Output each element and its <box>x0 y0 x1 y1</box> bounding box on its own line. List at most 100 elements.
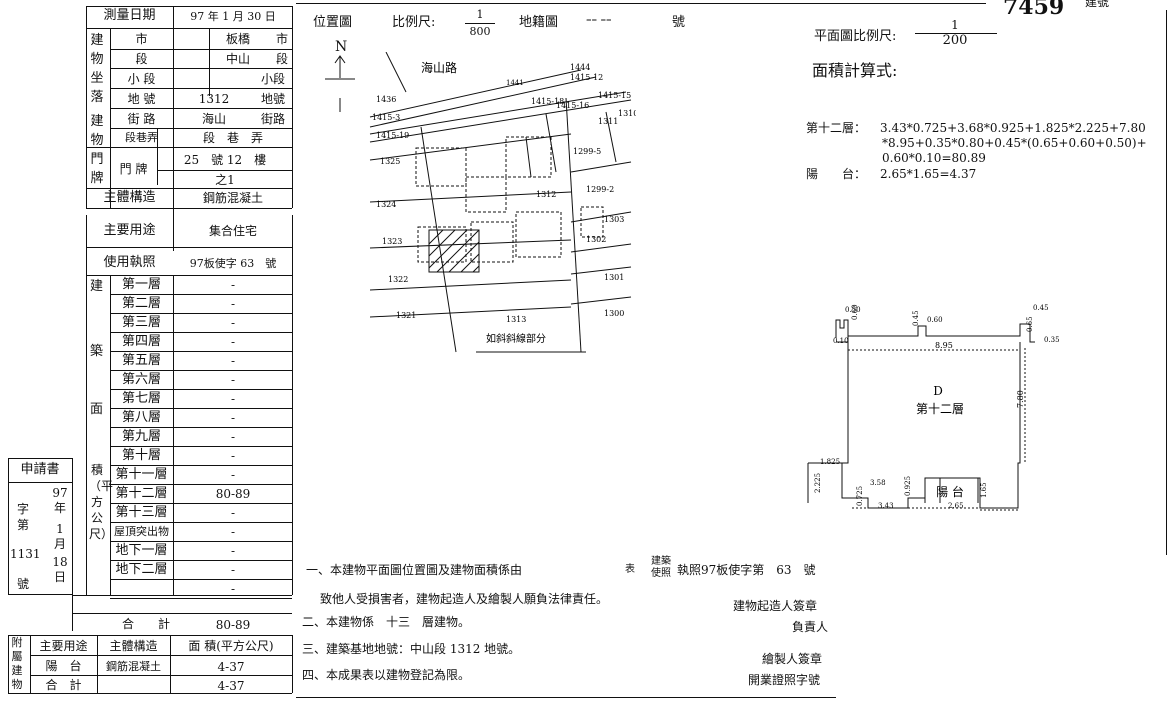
lot-number: 1312 <box>536 190 556 199</box>
lot-number: 1444 <box>570 63 590 72</box>
document-number-suffix: 建號 <box>1085 0 1110 9</box>
location-group-label: 建物坐落 <box>90 33 104 105</box>
lot-number: 1310 <box>618 109 636 118</box>
builder-responsible-label: 負責人 <box>792 620 829 634</box>
location-scale-num: 1 <box>476 8 484 21</box>
north-arrow-icon <box>325 55 355 112</box>
city-unit: 市 <box>276 32 289 46</box>
cadastral-value: ｰｰ ｰｰ <box>586 14 612 27</box>
formula-floor-line2: *8.95+0.35*0.80+0.45*(0.65+0.60+0.50)+ <box>882 136 1147 150</box>
plan-scale-den: 200 <box>942 33 968 48</box>
note-1d: 執照97板使字第 63 號 <box>677 563 816 577</box>
lot-number: 1436 <box>376 95 396 104</box>
annex-row-area: 4-37 <box>217 660 245 674</box>
application-di: 第 <box>17 518 30 532</box>
floor-area-value: - <box>230 506 236 520</box>
formula-floor-line3: 0.60*0.10=80.89 <box>882 151 986 165</box>
dimension-label: 0.45 <box>1033 304 1049 312</box>
floor-area-value: - <box>230 563 236 577</box>
dimension-label: 0.35 <box>1044 336 1060 344</box>
note-1a: 一、本建物平面圖位置圖及建物面積係由 <box>306 563 523 577</box>
lot-number: 1303 <box>604 215 624 224</box>
annex-header-structure: 主體構造 <box>109 639 158 653</box>
road-name-label: 海山路 <box>421 60 457 75</box>
formula-balcony-label: 陽 台： <box>806 167 867 181</box>
plan-scale-num: 1 <box>951 18 959 32</box>
balcony-label: 陽 台 <box>936 484 964 499</box>
bottom-rule <box>296 697 836 698</box>
dimension-label: 3.43 <box>878 502 894 510</box>
plate-line2: 之1 <box>215 173 235 187</box>
floor-name: 第十二層 <box>115 486 168 501</box>
annex-total-area: 4-37 <box>217 679 245 693</box>
annex-header-use: 主要用途 <box>39 639 88 653</box>
lot-number: 1299-5 <box>573 147 601 156</box>
note-1e: 致他人受損害者，建物起造人及繪製人願負法律責任。 <box>320 592 609 606</box>
floor-name: 第六層 <box>121 372 161 387</box>
formula-floor-label: 第十二層： <box>806 121 867 135</box>
floor-area-value: - <box>230 544 236 558</box>
dimension-label: 1.65 <box>980 482 988 498</box>
floor-row-divider <box>110 522 292 523</box>
area-group-low: 積（平方公尺） <box>89 463 114 541</box>
dimension-label: 0.925 <box>904 476 912 496</box>
note-1c1: 建築 <box>651 556 671 567</box>
license-number-label: 開業證照字號 <box>748 673 821 687</box>
section-label: 段 <box>135 52 148 66</box>
location-map-title: 位置圖 <box>313 15 353 30</box>
floor-area-value: - <box>230 335 236 349</box>
dimension-label: 2.65 <box>948 502 964 510</box>
use-label: 主要用途 <box>103 223 156 238</box>
lot-number: 1301 <box>604 273 624 282</box>
dimension-label: 0.45 <box>912 310 920 326</box>
floor-row-divider <box>110 484 292 485</box>
street-label: 街 路 <box>127 112 156 126</box>
section-unit: 段 <box>276 52 289 66</box>
street-unit: 街路 <box>261 112 286 126</box>
room-name-label: 第十二層 <box>916 402 964 416</box>
dimension-label: 0.65 <box>1026 316 1034 332</box>
floor-name: 第一層 <box>121 277 161 292</box>
lot-number: 1299-2 <box>586 185 614 194</box>
lot-number: 1415-19 <box>376 131 409 140</box>
floor-row-divider <box>110 427 292 428</box>
floor-plan-drawing: 0.50 0.60 0.10 0.45 0.60 0.45 0.65 0.35 … <box>807 304 1060 511</box>
application-number: 1131 <box>10 547 41 561</box>
lot-number: 1415-18 <box>531 97 564 106</box>
dimension-label: 0.60 <box>851 304 859 320</box>
floor-row-divider <box>110 370 292 371</box>
plan-scale-label: 平面圖比例尺: <box>814 29 897 44</box>
floor-row-divider <box>110 294 292 295</box>
floor-name: 地下一層 <box>115 543 168 558</box>
lot-number: 1321 <box>396 311 416 320</box>
floor-area-value: - <box>230 373 236 387</box>
structure-value: 鋼筋混凝土 <box>202 191 263 205</box>
floor-row-divider <box>110 541 292 542</box>
floor-name: 第三層 <box>121 315 161 330</box>
drafter-signature-label: 繪製人簽章 <box>762 652 823 666</box>
formula-floor-line1: 3.43*0.725+3.68*0.925+1.825*2.225+7.80 <box>880 121 1146 135</box>
lot-number: 1322 <box>388 275 408 284</box>
total-value: 80-89 <box>215 618 251 632</box>
structure-label: 主體構造 <box>103 190 156 205</box>
section-value: 中山 <box>225 52 250 66</box>
map-legend-label: 如斜斜線部分 <box>486 332 546 345</box>
dimension-label: 8.95 <box>935 341 953 350</box>
annex-group-label: 附屬建物 <box>11 636 23 691</box>
lot-number: 1415-16 <box>556 101 589 110</box>
floor-row-divider <box>110 389 292 390</box>
right-border <box>1166 10 1167 555</box>
floor-area-value: - <box>230 354 236 368</box>
floor-row-divider <box>110 313 292 314</box>
lot-number: 1311 <box>598 117 618 126</box>
note-1c2: 使照 <box>651 568 671 579</box>
floor-row-divider <box>110 408 292 409</box>
dimension-label: 0.10 <box>833 337 849 345</box>
floor-area-value: - <box>230 582 236 596</box>
floor-area-value: - <box>230 468 236 482</box>
floor-row-divider <box>110 465 292 466</box>
formula-balcony: 2.65*1.65=4.37 <box>880 167 977 181</box>
note-2: 二、本建物係 十三 層建物。 <box>302 615 471 629</box>
floor-name: 第二層 <box>121 296 161 311</box>
survey-date-label: 測量日期 <box>103 8 156 23</box>
